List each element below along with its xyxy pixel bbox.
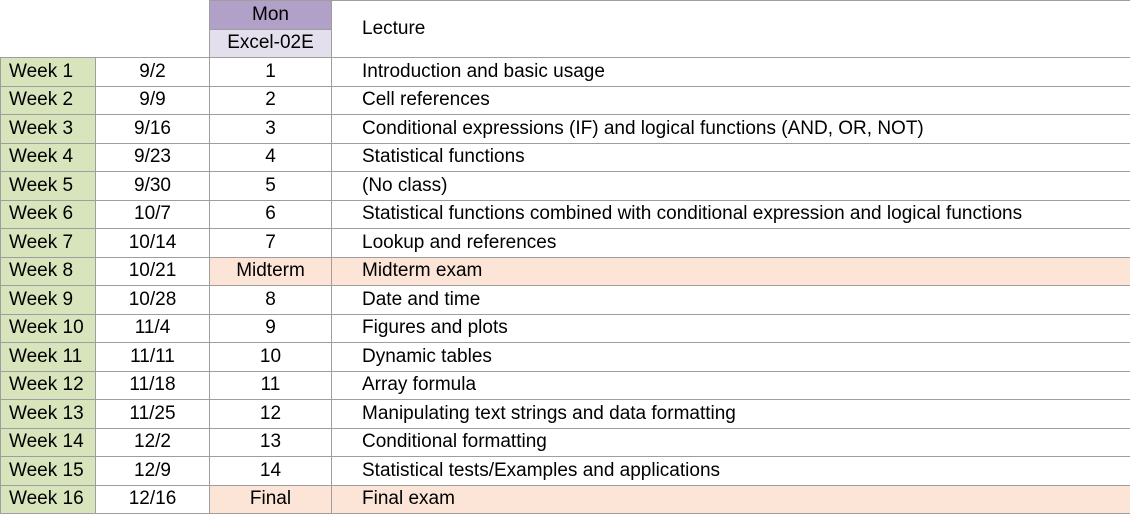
session-cell: 12 bbox=[209, 399, 332, 429]
header-blank-cell bbox=[0, 0, 210, 58]
week-cell: Week 12 bbox=[0, 370, 96, 400]
week-cell: Week 16 bbox=[0, 484, 96, 514]
week-cell: Week 14 bbox=[0, 427, 96, 457]
header-row-section: Excel-02E bbox=[1, 28, 1130, 58]
lecture-cell: Conditional formatting bbox=[331, 427, 1130, 457]
week-cell: Week 11 bbox=[0, 342, 96, 372]
lecture-cell: Conditional expressions (IF) and logical… bbox=[331, 114, 1130, 144]
week-cell: Week 13 bbox=[0, 399, 96, 429]
session-cell: 13 bbox=[209, 427, 332, 457]
day-header: Mon bbox=[209, 0, 332, 30]
week-cell: Week 4 bbox=[0, 142, 96, 172]
week-cell: Week 8 bbox=[0, 256, 96, 286]
date-cell: 9/9 bbox=[95, 85, 210, 115]
header-row-day: Mon Lecture bbox=[0, 0, 1130, 58]
session-cell: Final bbox=[209, 484, 332, 514]
date-cell: 10/28 bbox=[95, 285, 210, 315]
date-cell: 9/23 bbox=[95, 142, 210, 172]
session-cell: 11 bbox=[209, 370, 332, 400]
lecture-cell: (No class) bbox=[331, 171, 1130, 201]
session-cell: 7 bbox=[209, 228, 332, 258]
lecture-cell: Statistical tests/Examples and applicati… bbox=[331, 456, 1130, 486]
week-cell: Week 2 bbox=[0, 85, 96, 115]
session-cell: 1 bbox=[209, 57, 332, 87]
lecture-cell: Statistical functions combined with cond… bbox=[331, 199, 1130, 229]
week-cell: Week 10 bbox=[0, 313, 96, 343]
lecture-cell: Final exam bbox=[331, 484, 1130, 514]
week-cell: Week 15 bbox=[0, 456, 96, 486]
session-cell: 6 bbox=[209, 199, 332, 229]
date-cell: 9/30 bbox=[95, 171, 210, 201]
lecture-header: Lecture bbox=[331, 0, 1130, 58]
date-cell: 11/4 bbox=[95, 313, 210, 343]
date-cell: 12/16 bbox=[95, 484, 210, 514]
lecture-cell: Lookup and references bbox=[331, 228, 1130, 258]
session-cell: 3 bbox=[209, 114, 332, 144]
week-cell: Week 3 bbox=[0, 114, 96, 144]
session-cell: 4 bbox=[209, 142, 332, 172]
lecture-cell: Introduction and basic usage bbox=[331, 57, 1130, 87]
lecture-cell: Date and time bbox=[331, 285, 1130, 315]
date-cell: 9/16 bbox=[95, 114, 210, 144]
week-cell: Week 9 bbox=[0, 285, 96, 315]
section-header: Excel-02E bbox=[209, 28, 332, 58]
session-cell: 5 bbox=[209, 171, 332, 201]
date-cell: 10/14 bbox=[95, 228, 210, 258]
session-cell: 2 bbox=[209, 85, 332, 115]
lecture-cell: Manipulating text strings and data forma… bbox=[331, 399, 1130, 429]
session-cell: 8 bbox=[209, 285, 332, 315]
date-cell: 11/25 bbox=[95, 399, 210, 429]
date-cell: 10/21 bbox=[95, 256, 210, 286]
session-cell: 9 bbox=[209, 313, 332, 343]
date-cell: 12/2 bbox=[95, 427, 210, 457]
date-cell: 10/7 bbox=[95, 199, 210, 229]
lecture-cell: Figures and plots bbox=[331, 313, 1130, 343]
date-cell: 11/18 bbox=[95, 370, 210, 400]
lecture-cell: Cell references bbox=[331, 85, 1130, 115]
lecture-cell: Dynamic tables bbox=[331, 342, 1130, 372]
lecture-cell: Array formula bbox=[331, 370, 1130, 400]
date-cell: 9/2 bbox=[95, 57, 210, 87]
week-cell: Week 7 bbox=[0, 228, 96, 258]
week-cell: Week 1 bbox=[0, 57, 96, 87]
session-cell: 14 bbox=[209, 456, 332, 486]
date-cell: 12/9 bbox=[95, 456, 210, 486]
week-cell: Week 6 bbox=[0, 199, 96, 229]
session-cell: Midterm bbox=[209, 256, 332, 286]
date-cell: 11/11 bbox=[95, 342, 210, 372]
session-cell: 10 bbox=[209, 342, 332, 372]
week-cell: Week 5 bbox=[0, 171, 96, 201]
lecture-cell: Midterm exam bbox=[331, 256, 1130, 286]
lecture-cell: Statistical functions bbox=[331, 142, 1130, 172]
